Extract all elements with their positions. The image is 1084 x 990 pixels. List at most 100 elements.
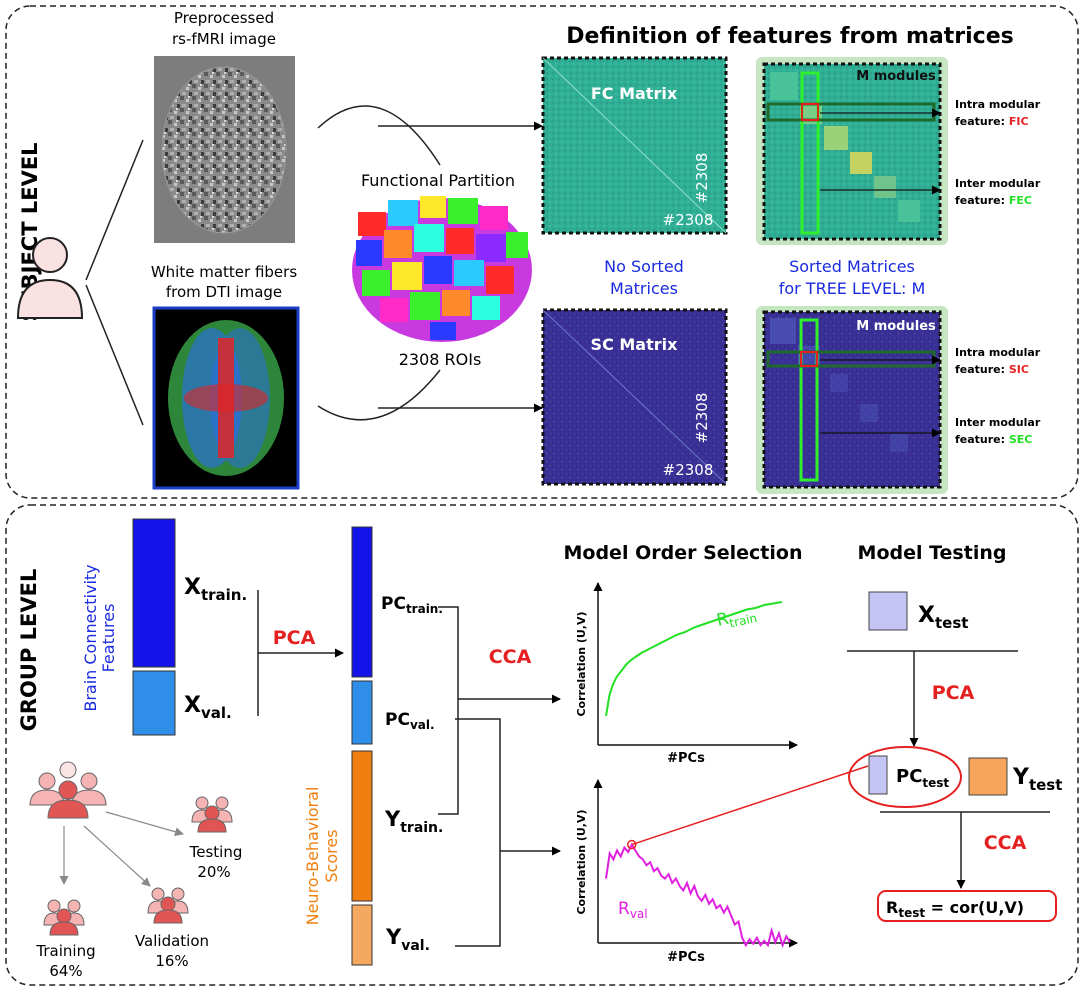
pc-val-label: PCval. <box>385 710 435 732</box>
test-pca-label: PCA <box>932 682 975 704</box>
test-cca-label: CCA <box>984 832 1027 854</box>
training-group-icon <box>43 899 85 936</box>
validation-label: Validation <box>135 932 209 950</box>
sec-line1: Inter modular <box>955 416 1041 429</box>
val-peak-marker <box>627 839 637 850</box>
cca-train-bracket <box>438 606 459 815</box>
rsfmri-image <box>154 56 295 243</box>
x-test-label: Xtest <box>918 603 968 632</box>
x-val-bar <box>132 670 176 736</box>
train-series-line <box>605 601 783 717</box>
group-to-testing-arrow <box>105 811 184 837</box>
sc-matrix <box>541 308 728 486</box>
cca-label: CCA <box>489 646 532 668</box>
fec-line2: feature: FEC <box>955 194 1032 207</box>
pc-test-box <box>868 755 888 795</box>
y-train-bar <box>351 750 373 902</box>
fic-line2: feature: FIC <box>955 115 1029 128</box>
sc-modules-label: M modules <box>856 319 936 334</box>
sorted-fc-matrix <box>756 57 948 245</box>
sorted-caption-2: for TREE LEVEL: M <box>779 279 926 298</box>
validation-pct: 16% <box>155 952 188 970</box>
fic-line1: Intra modular <box>955 98 1041 111</box>
model-order-title: Model Order Selection <box>564 542 803 564</box>
sc-matrix-title: SC Matrix <box>591 335 679 354</box>
no-sorted-caption-2: Matrices <box>610 279 678 298</box>
pc-train-label: PCtrain. <box>381 594 443 616</box>
subject-level-frame <box>5 5 1079 499</box>
rsfmri-caption-2: rs-fMRI image <box>172 30 276 48</box>
no-sorted-caption-1: No Sorted <box>604 257 684 276</box>
sorted-sc-matrix <box>756 306 948 494</box>
pc-test-label: PCtest <box>896 766 949 790</box>
person-to-dti-line <box>85 284 144 426</box>
brain-features-label-1: Brain Connectivity <box>81 564 100 711</box>
rois-label: 2308 ROIs <box>399 350 482 369</box>
sc-matrix-dim-horizontal: #2308 <box>663 461 714 479</box>
val-chart-ylabel: Correlation (U,V) <box>575 809 588 914</box>
val-chart-series-label: Rval <box>618 899 648 921</box>
group-level-label: GROUP LEVEL <box>17 569 41 732</box>
sc-matrix-dim-vertical: #2308 <box>693 393 711 444</box>
dti-image <box>152 306 300 490</box>
sic-line2: feature: SIC <box>955 363 1029 376</box>
r-test-box <box>877 890 1057 922</box>
dti-caption-2: from DTI image <box>166 283 282 301</box>
train-chart-xlabel: #PCs <box>667 751 705 766</box>
x-test-box <box>868 591 908 631</box>
y-test-label: Ytest <box>1012 765 1062 794</box>
partition-label: Functional Partition <box>361 171 515 190</box>
training-pct: 64% <box>49 962 82 980</box>
fmri-to-partition-curve <box>317 105 441 166</box>
training-label: Training <box>35 942 95 960</box>
testing-group-icon <box>191 796 233 833</box>
fc-matrix-title: FC Matrix <box>591 84 678 103</box>
cca-val-bracket <box>455 718 501 947</box>
rsfmri-caption-1: Preprocessed <box>174 9 274 27</box>
person-to-fmri-line <box>85 139 144 281</box>
dti-to-partition-curve <box>317 369 441 421</box>
train-chart-ylabel: Correlation (U,V) <box>575 611 588 716</box>
pc-val-bar <box>351 680 373 745</box>
x-val-label: Xval. <box>184 693 232 722</box>
val-chart <box>593 779 798 949</box>
group-level-frame <box>5 504 1079 986</box>
sec-line2: feature: SEC <box>955 433 1032 446</box>
person-icon <box>16 237 84 319</box>
y-test-box <box>968 757 1008 796</box>
sic-line1: Intra modular <box>955 346 1041 359</box>
fc-modules-label: M modules <box>856 69 936 84</box>
brain-features-label-2: Features <box>99 604 118 673</box>
validation-group-icon <box>147 887 189 924</box>
val-series-line <box>605 842 791 949</box>
y-val-bar <box>351 904 373 966</box>
fc-matrix-dim-horizontal: #2308 <box>663 211 714 229</box>
testing-label: Testing <box>189 843 243 861</box>
y-train-label: Ytrain. <box>384 807 443 836</box>
partition-brain <box>352 196 532 342</box>
pca-label: PCA <box>273 627 316 649</box>
fec-line1: Inter modular <box>955 177 1041 190</box>
val-chart-xlabel: #PCs <box>667 950 705 965</box>
train-chart <box>593 582 798 750</box>
pc-test-highlight <box>848 746 962 808</box>
group-to-validation-arrow <box>83 825 151 887</box>
val-peak-to-pctest-line <box>631 765 869 846</box>
sorted-caption-1: Sorted Matrices <box>789 257 915 276</box>
group-icon <box>29 761 107 819</box>
subject-level-title: Definition of features from matrices <box>566 24 1013 49</box>
dti-caption-1: White matter fibers <box>151 263 297 281</box>
model-testing-title: Model Testing <box>858 542 1007 564</box>
fc-matrix-dim-vertical: #2308 <box>693 153 711 204</box>
testing-pct: 20% <box>197 863 230 881</box>
neuro-scores-label-2: Scores <box>322 829 341 882</box>
x-train-label: Xtrain. <box>184 575 247 604</box>
neuro-scores-label-1: Neuro-Behavioral <box>303 787 322 926</box>
fc-matrix <box>541 56 728 235</box>
r-test-label: Rtest = cor(U,V) <box>886 898 1024 920</box>
pc-train-bar <box>351 526 373 678</box>
train-chart-series-label: Rtrain <box>715 603 758 633</box>
x-train-bar <box>132 518 176 668</box>
y-val-label: Yval. <box>385 925 430 954</box>
